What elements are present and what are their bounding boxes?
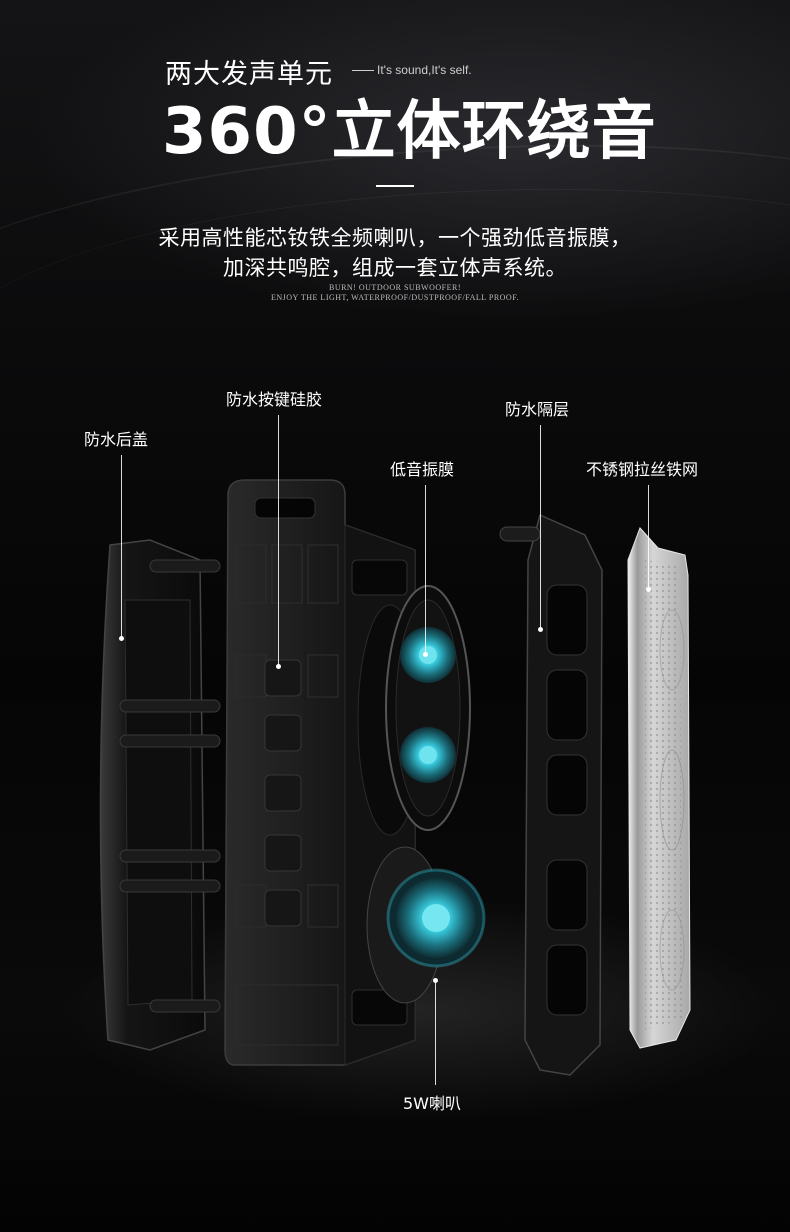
- steel-mesh-part: [627, 527, 691, 1049]
- callout-line-back-cover: [121, 455, 122, 639]
- label-back-cover: 防水后盖: [84, 430, 149, 449]
- callout-line-bass-diaphragm: [425, 485, 426, 655]
- english-line-2: ENJOY THE LIGHT, WATERPROOF/DUSTPROOF/FA…: [270, 293, 520, 302]
- speaker-5w-part: [366, 846, 486, 1004]
- english-line-1: BURN! OUTDOOR SUBWOOFER!: [328, 283, 461, 292]
- header-title: 360°立体环绕音: [162, 95, 657, 169]
- callout-dot-steel-mesh: [646, 587, 651, 592]
- callout-dot-button-silicone: [276, 664, 281, 669]
- callout-dot-speaker: [433, 978, 438, 983]
- label-steel-mesh: 不锈钢拉丝铁网: [586, 460, 699, 479]
- callout-line-speaker: [435, 980, 436, 1085]
- label-waterproof-layer: 防水隔层: [505, 400, 570, 419]
- label-speaker: 5W喇叭: [403, 1094, 462, 1113]
- waterproof-layer-part: [499, 513, 603, 1076]
- label-button-silicone: 防水按键硅胶: [226, 390, 323, 409]
- callout-line-steel-mesh: [648, 485, 649, 590]
- title-divider: [376, 185, 414, 187]
- callout-dot-waterproof-layer: [538, 627, 543, 632]
- header-subtitle: 两大发声单元: [165, 59, 333, 90]
- label-bass-diaphragm: 低音振膜: [390, 460, 455, 479]
- header-tagline: It's sound,It's self.: [352, 63, 472, 77]
- callout-dot-back-cover: [119, 636, 124, 641]
- description-line-2: 加深共鸣腔，组成一套立体声系统。: [223, 256, 567, 280]
- description-line-1: 采用高性能芯钕铁全频喇叭，一个强劲低音振膜，: [158, 226, 632, 250]
- callout-line-button-silicone: [278, 415, 279, 667]
- bass-diaphragm-part: [385, 585, 471, 831]
- callout-line-waterproof-layer: [540, 425, 541, 630]
- back-cover-part: [99, 539, 221, 1051]
- callout-dot-bass-diaphragm: [423, 652, 428, 657]
